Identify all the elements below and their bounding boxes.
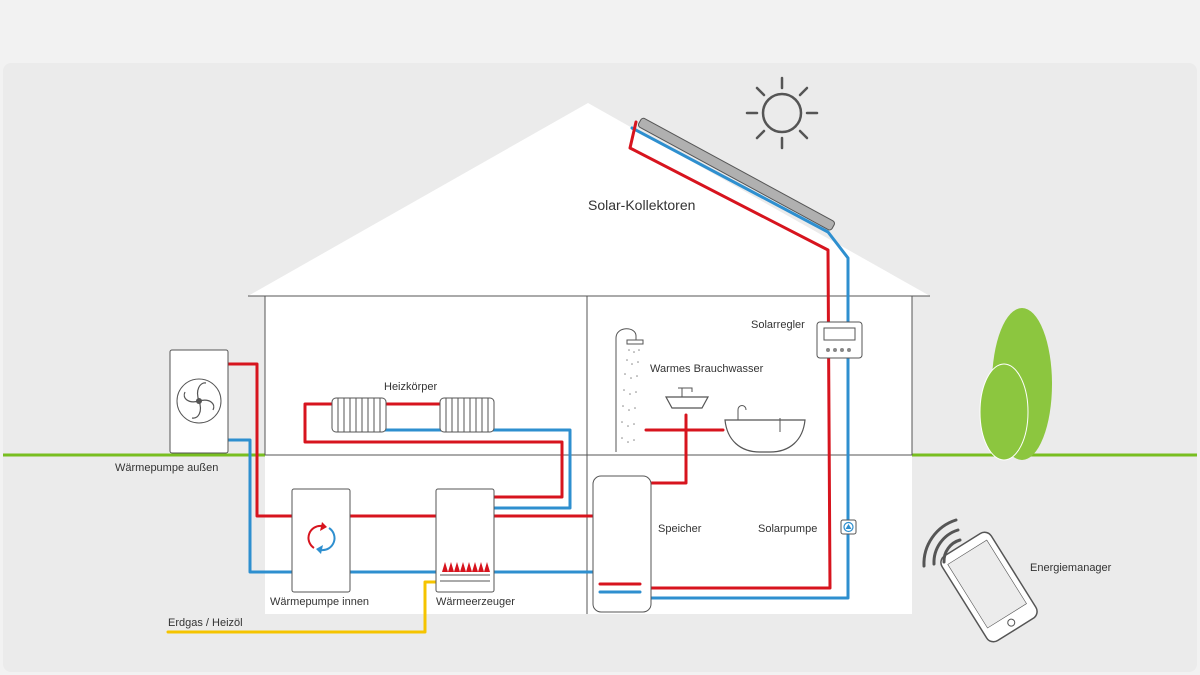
label-gas-oil: Erdgas / Heizöl	[168, 617, 243, 629]
indoor-heat-pump	[291, 488, 351, 593]
sink-icon	[664, 387, 710, 409]
label-storage-tank: Speicher	[658, 523, 702, 535]
signal-waves-icon	[922, 518, 962, 568]
radiator-left	[331, 397, 387, 433]
smartphone-icon	[940, 531, 1038, 643]
hot-pipes	[226, 120, 832, 590]
cold-pipes	[226, 126, 850, 600]
house	[248, 103, 930, 614]
label-solar-collectors: Solar-Kollektoren	[588, 197, 695, 213]
label-radiators: Heizkörper	[384, 381, 438, 393]
solar-controller	[816, 321, 863, 359]
label-heat-pump-indoor: Wärmepumpe innen	[270, 596, 369, 608]
bathtub-icon	[724, 405, 806, 453]
outdoor-heat-pump	[169, 349, 229, 454]
fan-icon	[176, 378, 222, 424]
refresh-arrows-icon	[307, 522, 336, 554]
pump-icon	[840, 519, 857, 535]
flame-icon	[442, 562, 490, 572]
label-warm-water: Warmes Brauchwasser	[650, 363, 764, 375]
tree-icon	[979, 308, 1052, 461]
label-heat-generator: Wärmeerzeuger	[436, 596, 515, 608]
storage-tank	[592, 475, 652, 613]
label-energy-manager: Energiemanager	[1030, 562, 1112, 574]
fuel-pipe	[166, 580, 442, 634]
radiator-right	[439, 397, 495, 433]
heat-generator	[435, 488, 495, 593]
label-solar-pump: Solarpumpe	[758, 523, 817, 535]
label-heat-pump-outdoor: Wärmepumpe außen	[115, 462, 218, 474]
shower-icon	[615, 328, 644, 452]
solar-collector	[637, 117, 835, 231]
label-solar-controller: Solarregler	[751, 319, 805, 331]
sun-icon	[745, 76, 819, 150]
